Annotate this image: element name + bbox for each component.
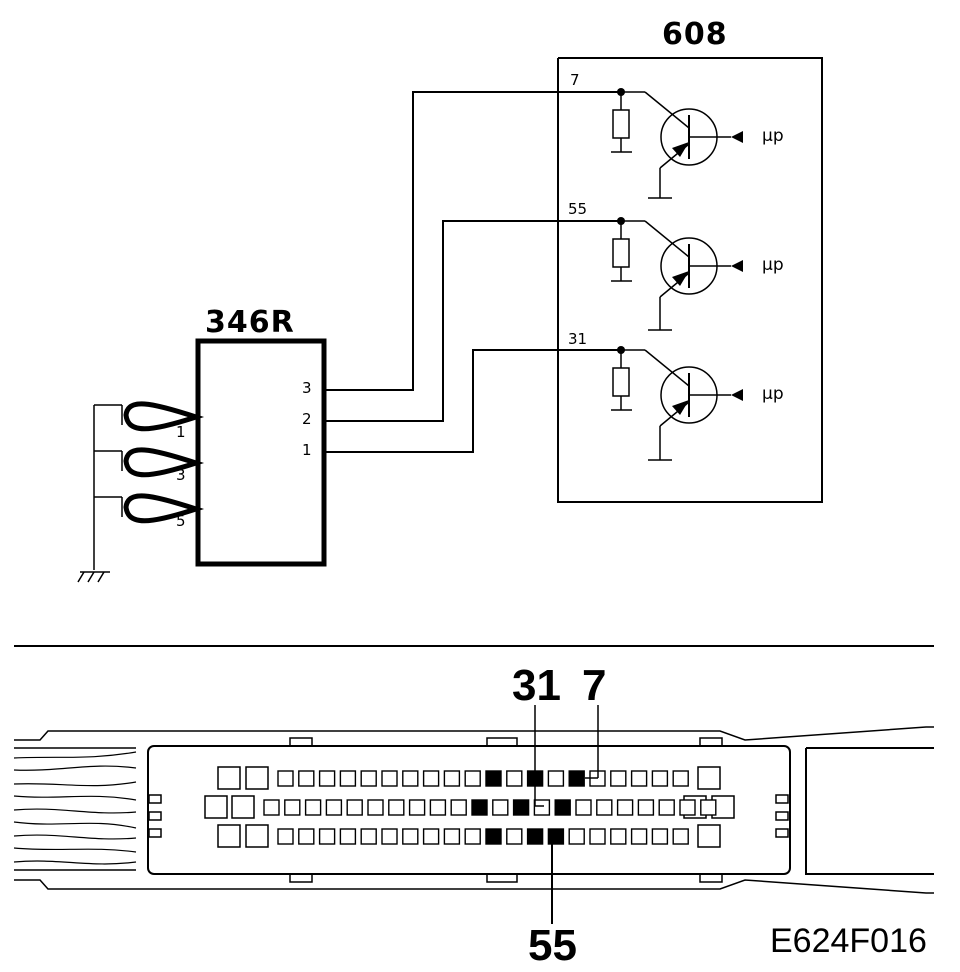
pin-cavity — [610, 828, 627, 845]
pin-cavity — [512, 799, 530, 816]
pin-cavity — [672, 770, 689, 787]
pin-cavity — [304, 799, 322, 816]
pin-cavity — [547, 770, 565, 787]
sensor-label: 346R — [205, 305, 295, 340]
pin-cavity — [443, 770, 461, 787]
wire-pin3-to-7 — [324, 91, 621, 391]
signal-label: μp — [762, 384, 784, 404]
arrow-icon — [731, 389, 743, 401]
callout-label-7: 7 — [582, 661, 606, 710]
pin-cavity — [533, 799, 551, 816]
figure-code: E624F016 — [770, 922, 927, 960]
ecu-box — [557, 57, 823, 503]
pin-cavity — [672, 828, 689, 845]
pin-cavity — [610, 770, 627, 787]
wire-harness — [13, 751, 137, 865]
pin-cavity — [616, 799, 634, 816]
pin-cavity — [485, 828, 502, 845]
pin-cavity — [339, 828, 357, 845]
pin-cavity — [367, 799, 384, 816]
pin-cavity — [464, 770, 481, 787]
pin-cavity — [700, 799, 717, 816]
pin-cavity — [402, 828, 419, 845]
pin-cavity — [381, 770, 398, 787]
pin-cavity — [651, 828, 669, 845]
pin-cavity — [658, 799, 675, 816]
pin-cavity — [318, 828, 336, 845]
sensor-output-pin-label: 2 — [302, 410, 312, 428]
pin-cavity — [506, 828, 523, 845]
pin-cavity — [630, 770, 648, 787]
pin-cavity — [630, 828, 648, 845]
pin-cavity — [284, 799, 301, 816]
ecu-label: 608 — [662, 17, 728, 52]
pin-cavity — [464, 828, 481, 845]
pin-cavity — [318, 770, 336, 787]
signal-label: μp — [762, 255, 784, 275]
pin-cavity — [575, 799, 592, 816]
sensor-input-pin-label: 3 — [176, 466, 186, 484]
pin-cavity — [408, 799, 426, 816]
ecu-pin-label: 31 — [568, 330, 587, 348]
signal-label: μp — [762, 126, 784, 146]
ecu-input-channel-pin-7: 7 μp — [570, 71, 784, 199]
connector-pin-cavities — [263, 770, 717, 845]
arrow-icon — [731, 260, 743, 272]
pin-cavity — [485, 770, 502, 787]
ecu-pin-label: 7 — [570, 71, 580, 89]
pin-cavity — [422, 770, 440, 787]
pin-cavity — [429, 799, 447, 816]
callout-label-55: 55 — [528, 921, 577, 970]
pin-cavity — [339, 770, 357, 787]
ecu-input-channel-pin-31: 31 μp — [568, 330, 784, 461]
pin-cavity — [360, 770, 377, 787]
pin-cavity — [381, 828, 398, 845]
sensor-output-pin-label: 1 — [302, 441, 312, 459]
pin-cavity — [443, 828, 461, 845]
pin-cavity — [526, 828, 544, 845]
callout-label-31: 31 — [512, 661, 561, 710]
sensor-box — [195, 338, 327, 567]
pin-cavity — [589, 828, 606, 845]
pin-cavity — [402, 770, 419, 787]
ecu-pin-label: 55 — [568, 200, 587, 218]
pin-cavity — [298, 828, 315, 845]
pin-cavity — [596, 799, 613, 816]
pin-cavity — [554, 799, 571, 816]
pin-cavity — [471, 799, 488, 816]
pin-cavity — [506, 770, 523, 787]
sensor-output-pin-label: 3 — [302, 379, 312, 397]
pin-cavity — [492, 799, 509, 816]
pin-cavity — [450, 799, 467, 816]
pin-cavity — [346, 799, 363, 816]
sensor-input-pin-label: 5 — [176, 512, 186, 530]
wire-pin1-to-31 — [324, 349, 621, 453]
pin-cavity — [325, 799, 343, 816]
ecu-input-channel-pin-55: 55 μp — [568, 200, 784, 331]
pin-cavity — [277, 828, 294, 845]
sensor-input-pin-label: 1 — [176, 423, 186, 441]
pin-cavity — [679, 799, 696, 816]
pin-cavity — [637, 799, 655, 816]
pin-cavity — [277, 770, 294, 787]
pin-cavity — [651, 770, 669, 787]
pin-cavity — [298, 770, 315, 787]
arrow-icon — [731, 131, 743, 143]
pin-cavity — [360, 828, 377, 845]
connector-view — [13, 705, 934, 924]
pin-cavity — [568, 828, 585, 845]
pin-cavity — [422, 828, 440, 845]
pin-cavity — [568, 770, 585, 787]
pin-cavity — [388, 799, 405, 816]
sensor-switch-contacts — [77, 401, 205, 583]
pin-cavity — [547, 828, 565, 845]
pin-cavity — [263, 799, 280, 816]
wire-pin2-to-55 — [324, 220, 621, 422]
